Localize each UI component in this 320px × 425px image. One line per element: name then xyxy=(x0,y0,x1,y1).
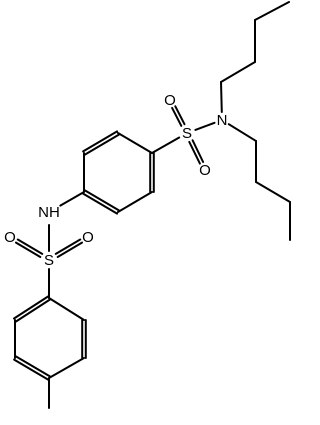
atom-label-o: O xyxy=(164,92,176,109)
bond-line xyxy=(191,139,205,163)
bond-layer xyxy=(13,1,291,409)
bond-line xyxy=(82,130,119,153)
bond-line xyxy=(227,123,257,142)
bond-line xyxy=(15,298,51,323)
bond-line xyxy=(220,81,223,113)
bond-line xyxy=(14,355,51,378)
double-bond xyxy=(13,355,51,381)
double-bond xyxy=(13,295,51,323)
bond-line xyxy=(83,133,120,156)
single-bond xyxy=(254,1,290,21)
single-bond xyxy=(48,357,85,379)
single-bond xyxy=(151,136,181,154)
single-bond xyxy=(117,191,153,213)
bond-line xyxy=(16,238,44,255)
double-bond xyxy=(81,319,87,359)
bond-line xyxy=(255,181,291,203)
atom-label-n: N xyxy=(217,112,228,129)
bond-line xyxy=(82,192,119,215)
atom-label-o: O xyxy=(82,229,94,246)
bond-line xyxy=(13,295,49,320)
double-bond xyxy=(82,189,120,215)
double-bond xyxy=(149,152,155,193)
single-bond xyxy=(59,191,85,207)
atom-label-s: S xyxy=(182,125,192,142)
atom-label-o: O xyxy=(199,162,211,179)
single-bond xyxy=(117,132,153,154)
single-bond xyxy=(227,123,257,142)
double-bond xyxy=(188,139,205,165)
bond-line xyxy=(220,61,256,83)
single-bond xyxy=(194,121,216,131)
single-bond xyxy=(220,61,256,83)
bond-line xyxy=(117,132,153,154)
atom-label-o: O xyxy=(4,229,16,246)
single-bond xyxy=(220,81,223,113)
bond-line xyxy=(13,358,50,381)
bond-line xyxy=(171,106,183,127)
bond-line xyxy=(188,140,201,165)
double-bond xyxy=(15,238,44,258)
bond-line xyxy=(151,136,181,154)
bond-line xyxy=(194,121,216,131)
atom-label-s: S xyxy=(44,252,54,269)
bond-line xyxy=(48,297,85,321)
bond-line xyxy=(117,191,153,213)
bond-line xyxy=(56,241,83,258)
double-bond xyxy=(171,105,186,127)
bond-line xyxy=(83,189,120,212)
bond-line xyxy=(174,105,186,126)
bond-line xyxy=(254,1,290,21)
bond-line xyxy=(48,357,85,379)
bond-line xyxy=(54,238,82,255)
double-bond xyxy=(54,238,83,258)
double-bond xyxy=(82,130,120,156)
bond-line xyxy=(59,191,85,207)
atom-label-nh: NH xyxy=(38,204,60,221)
single-bond xyxy=(255,181,291,203)
single-bond xyxy=(48,297,85,321)
bond-line xyxy=(15,241,42,258)
